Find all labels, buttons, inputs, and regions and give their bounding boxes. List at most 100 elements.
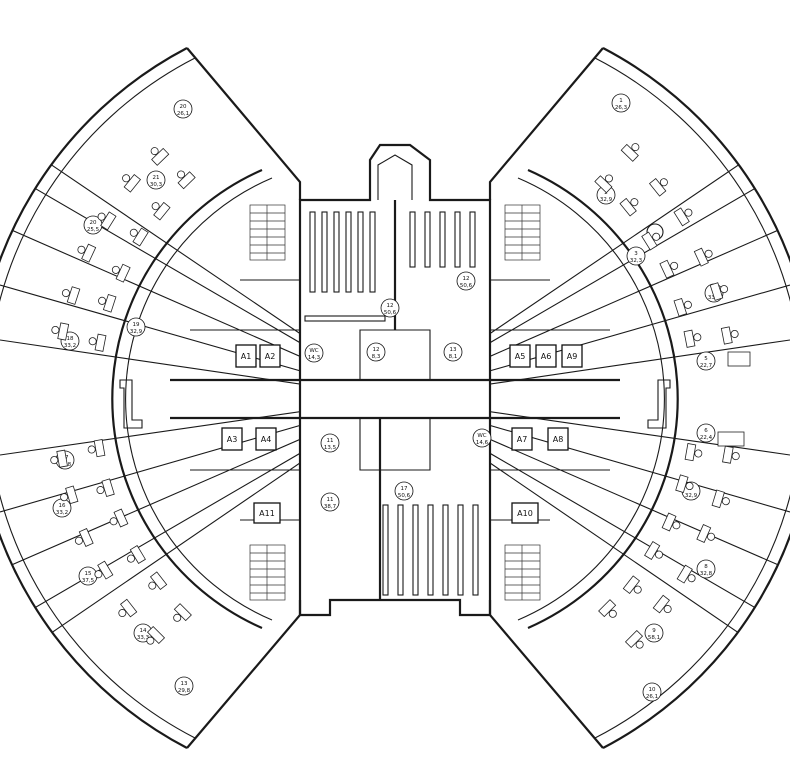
lift-label: A5 — [515, 352, 526, 361]
desk — [113, 508, 129, 528]
desk-with-chair — [652, 594, 672, 614]
chair — [96, 486, 105, 495]
chair — [50, 456, 59, 465]
desk-with-chair — [722, 445, 740, 464]
chair — [707, 532, 716, 541]
room-number: 6 — [704, 428, 708, 434]
desk — [598, 599, 617, 618]
chair — [94, 570, 103, 579]
desk-with-chair — [676, 564, 696, 584]
lift-label: A7 — [517, 435, 528, 444]
room-area: 33,2 — [56, 510, 68, 516]
room-area: 32,9 — [685, 493, 698, 499]
desk-with-chair — [87, 439, 106, 458]
chair — [77, 245, 86, 254]
desk-with-chair — [150, 147, 170, 166]
room-area: 26,1 — [646, 694, 658, 700]
desk-with-chair — [720, 326, 739, 345]
central-core — [170, 143, 620, 617]
room-number: 12 — [387, 303, 394, 309]
desk-with-chair — [111, 263, 131, 283]
desk — [624, 629, 644, 649]
desk-with-chair — [60, 485, 79, 505]
chair — [177, 170, 186, 179]
chair — [631, 143, 640, 152]
desk — [177, 171, 196, 190]
chair — [694, 449, 703, 458]
desk — [644, 541, 661, 560]
desk — [661, 512, 677, 532]
wc-area: 14,6 — [476, 440, 489, 446]
chair — [97, 212, 106, 221]
desk-with-chair — [696, 524, 716, 543]
desk-with-chair — [94, 560, 114, 580]
desk — [594, 175, 613, 194]
chair — [87, 445, 96, 454]
desk-with-chair — [622, 575, 642, 595]
chair — [693, 333, 702, 342]
room-number: 18 — [67, 336, 74, 342]
chair — [683, 300, 692, 309]
desk — [102, 293, 117, 313]
chair — [129, 228, 138, 237]
room-tag: 128,3 — [366, 342, 386, 362]
room-area: 32,9 — [600, 197, 613, 203]
wc-label: WC — [309, 348, 318, 354]
lift-label: A9 — [567, 352, 578, 361]
room-number: 20 — [180, 104, 187, 110]
desk — [683, 329, 696, 348]
lift: A11 — [253, 502, 281, 524]
hall-top-left-stripes — [304, 211, 386, 322]
desk — [641, 231, 658, 251]
room-area: 32,9 — [130, 329, 143, 335]
chair — [150, 147, 159, 156]
stairs-bottom-right — [504, 544, 541, 601]
chair — [118, 609, 127, 618]
chair — [670, 261, 679, 270]
room-tag: 332,3 — [626, 246, 646, 266]
desk-with-chair — [683, 329, 702, 348]
desk — [101, 478, 115, 498]
room-number: 12 — [373, 347, 380, 353]
room-number: 13 — [181, 681, 188, 687]
chair — [730, 329, 739, 338]
lift-label: A1 — [241, 352, 252, 361]
desk — [81, 243, 97, 263]
chair — [633, 585, 642, 594]
chair — [122, 174, 131, 183]
chair — [655, 550, 664, 559]
chair — [687, 574, 696, 583]
room-area: 26,3 — [615, 105, 628, 111]
room-number: 11 — [327, 497, 334, 503]
room-number: 2 — [604, 190, 608, 196]
chair — [60, 493, 69, 502]
room-number: 13 — [450, 347, 457, 353]
chair — [88, 337, 97, 346]
room-area: 33,3 — [137, 635, 150, 641]
lift: A8 — [547, 427, 569, 451]
chair — [51, 325, 60, 334]
room-number: 17 — [401, 486, 408, 492]
chair — [109, 517, 118, 526]
desk — [675, 474, 689, 494]
room-area: 8,1 — [449, 354, 458, 360]
desk — [652, 594, 670, 614]
desk-with-chair — [659, 259, 679, 279]
desk-with-chair — [98, 293, 117, 313]
desk-with-chair — [693, 247, 713, 267]
lift: A5 — [509, 344, 531, 368]
room-area: 30,3 — [150, 182, 163, 188]
room-area: 50,6 — [384, 310, 397, 316]
desk-with-chair — [74, 528, 94, 547]
desk-with-chair — [594, 174, 613, 194]
desk-with-chair — [598, 599, 617, 618]
desk-with-chair — [641, 231, 661, 251]
hall-bottom-stripes — [382, 504, 479, 596]
desk — [673, 297, 688, 317]
